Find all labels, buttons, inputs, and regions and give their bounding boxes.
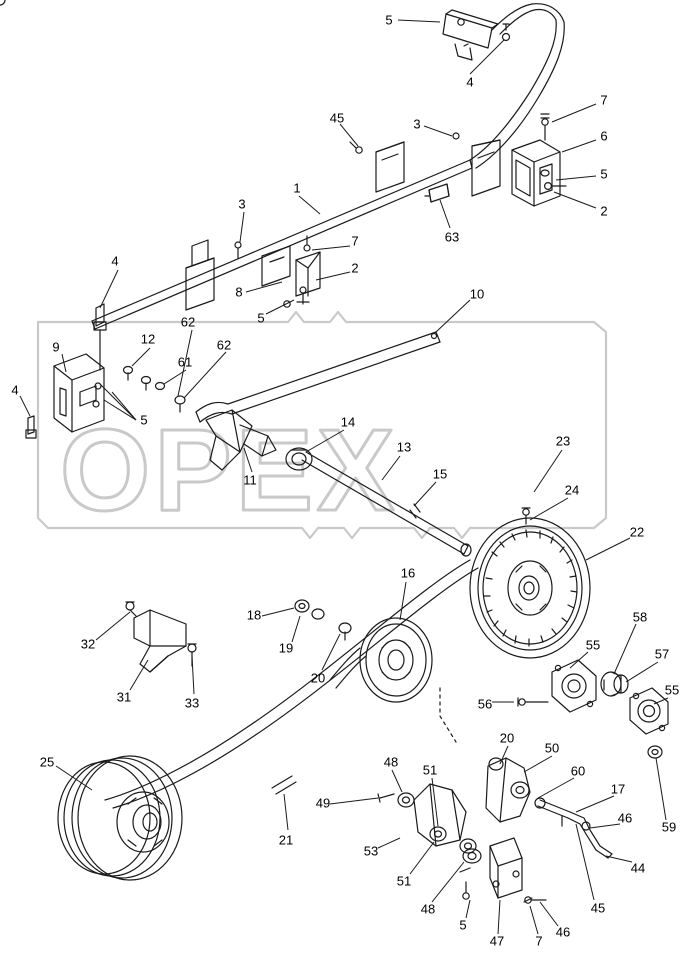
callout-number: 58 bbox=[632, 609, 648, 625]
watermark: OPEX bbox=[36, 310, 608, 540]
leader-lines bbox=[19, 19, 669, 935]
callout-number: 46 bbox=[555, 924, 571, 940]
callout-number: 51 bbox=[396, 873, 412, 889]
callout-number: 4 bbox=[111, 253, 119, 269]
callout-number: 13 bbox=[396, 439, 412, 455]
callout-number: 32 bbox=[80, 636, 96, 652]
callout-number: 50 bbox=[544, 740, 560, 756]
callout-number: 5 bbox=[140, 412, 148, 428]
callout-number: 10 bbox=[469, 286, 485, 302]
callout-number: 44 bbox=[630, 860, 646, 876]
callout-number: 23 bbox=[555, 433, 571, 449]
callout-number: 7 bbox=[535, 933, 543, 949]
callout-number: 56 bbox=[477, 696, 493, 712]
callout-number: 2 bbox=[600, 203, 608, 219]
callout-number: 47 bbox=[489, 933, 505, 949]
callout-number: 2 bbox=[351, 260, 359, 276]
callout-number: 3 bbox=[413, 116, 421, 132]
callout-number: 46 bbox=[617, 810, 633, 826]
callout-number: 57 bbox=[654, 646, 670, 662]
callout-number: 55 bbox=[585, 637, 601, 653]
callout-number: 62 bbox=[180, 314, 196, 330]
callout-number: 24 bbox=[564, 482, 580, 498]
callout-number: 22 bbox=[629, 524, 645, 540]
callout-number: 7 bbox=[351, 233, 359, 249]
callout-number: 17 bbox=[610, 781, 626, 797]
callout-number: 15 bbox=[432, 466, 448, 482]
callout-number: 5 bbox=[257, 310, 265, 326]
callout-number: 16 bbox=[400, 565, 416, 581]
callout-number: 6 bbox=[600, 128, 608, 144]
callout-number: 9 bbox=[52, 339, 60, 355]
callout-number: 60 bbox=[570, 763, 586, 779]
callout-number: 20 bbox=[310, 670, 326, 686]
callout-number: 12 bbox=[140, 331, 156, 347]
callout-number: 3 bbox=[238, 196, 246, 212]
callout-number: 21 bbox=[278, 832, 294, 848]
callout-number: 45 bbox=[590, 900, 606, 916]
callout-number: 5 bbox=[459, 917, 467, 933]
callout-number: 63 bbox=[444, 229, 460, 245]
callout-number: 11 bbox=[243, 472, 257, 488]
callout-number: 4 bbox=[466, 74, 474, 90]
callout-number: 62 bbox=[216, 337, 232, 353]
callout-number: 59 bbox=[661, 819, 677, 835]
callout-number: 7 bbox=[600, 92, 608, 108]
callout-number: 5 bbox=[385, 12, 393, 28]
callout-number: 33 bbox=[184, 695, 200, 711]
callout-number: 49 bbox=[315, 795, 331, 811]
callout-number: 4 bbox=[11, 382, 19, 398]
callout-number: 19 bbox=[278, 640, 294, 656]
callout-number: 48 bbox=[420, 901, 436, 917]
callout-number: 51 bbox=[422, 762, 438, 778]
callout-number: 14 bbox=[340, 414, 356, 430]
callout-number: 31 bbox=[116, 689, 132, 705]
callout-number: 53 bbox=[363, 843, 379, 859]
callout-number: 20 bbox=[499, 730, 515, 746]
callout-number: 18 bbox=[246, 607, 262, 623]
callout-number: 8 bbox=[235, 284, 243, 300]
callout-number: 45 bbox=[329, 110, 345, 126]
callout-number: 1 bbox=[293, 180, 301, 196]
callout-number: 61 bbox=[177, 354, 193, 370]
callout-number: 25 bbox=[39, 754, 55, 770]
callout-number: 48 bbox=[383, 754, 399, 770]
callout-number: 5 bbox=[600, 166, 608, 182]
watermark-text: OPEX bbox=[60, 405, 398, 535]
callout-number: 55 bbox=[664, 682, 680, 698]
